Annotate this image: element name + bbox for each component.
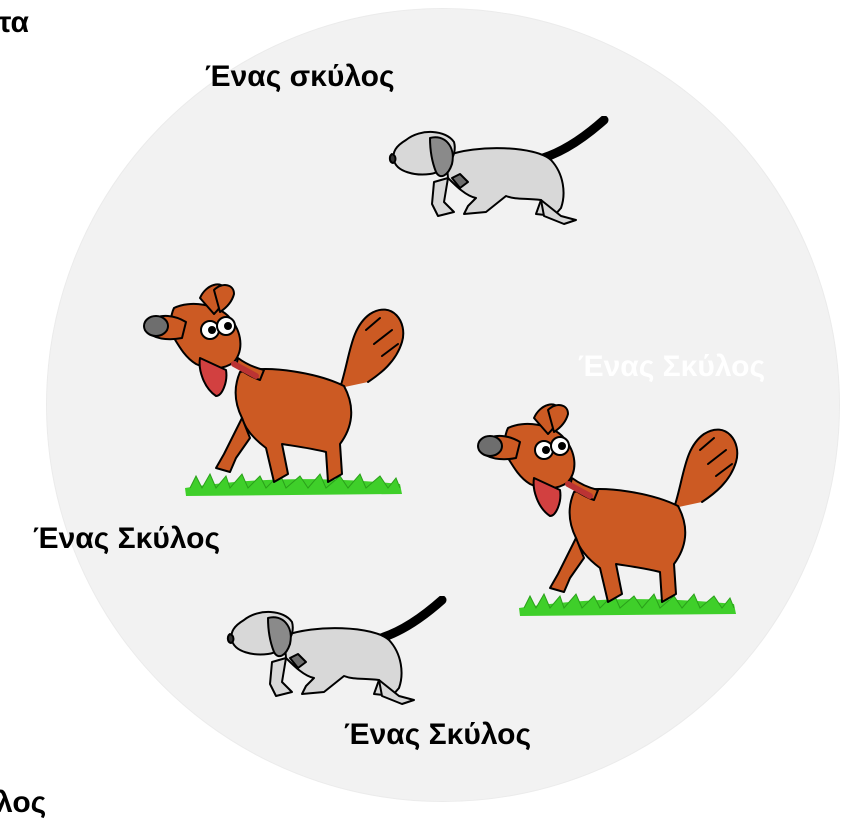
orange-dog-left-picture: [143, 283, 405, 496]
grey-dog-bottom-picture: [226, 596, 447, 705]
label-cut-bottom: λος: [0, 786, 47, 819]
label-cut-top: τα: [0, 6, 29, 39]
orange-dog-right-picture: [477, 403, 739, 616]
label-top: Ένας σκύλος: [205, 60, 395, 93]
grey-dog-top-picture: [388, 116, 609, 225]
label-left: Ένας Σκύλος: [33, 522, 221, 555]
label-white-right: Ένας Σκύλος: [578, 350, 766, 383]
label-bottom: Ένας Σκύλος: [344, 718, 532, 751]
